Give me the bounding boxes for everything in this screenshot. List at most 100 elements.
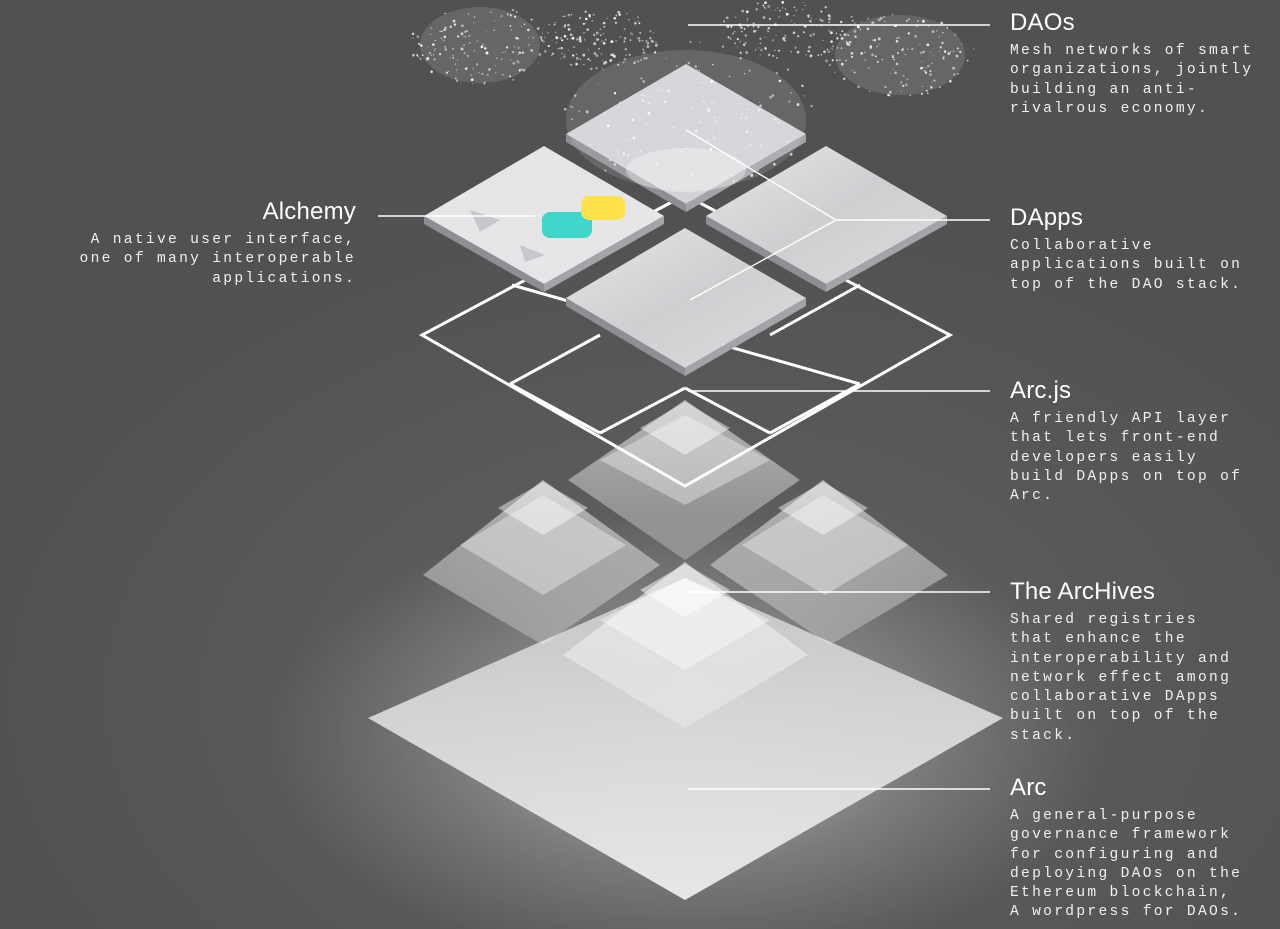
particle [652, 41, 654, 43]
particle [517, 53, 520, 56]
particle [790, 50, 792, 53]
particle [585, 110, 589, 114]
particle [895, 62, 899, 66]
particle [582, 53, 586, 57]
particle [661, 89, 664, 92]
particle [767, 5, 771, 8]
particle [902, 84, 905, 88]
particle [506, 13, 509, 16]
particle [427, 46, 429, 48]
particle [572, 54, 575, 57]
particle [480, 45, 484, 49]
particle [553, 23, 556, 26]
particle [645, 39, 648, 43]
particle [789, 153, 793, 156]
particle [654, 43, 658, 47]
particle [734, 31, 736, 33]
particle [600, 40, 602, 42]
particle [463, 52, 466, 55]
particle [419, 57, 422, 60]
particle [637, 20, 640, 23]
particle [857, 85, 860, 89]
particle [433, 58, 436, 61]
particle [787, 68, 790, 71]
particle [828, 21, 831, 24]
particle [768, 17, 771, 20]
particle [627, 154, 630, 157]
particle [779, 9, 781, 12]
particle [536, 27, 540, 30]
particle [567, 28, 571, 31]
particle [444, 46, 446, 48]
particle [570, 38, 572, 40]
particle [739, 51, 742, 54]
particle [649, 37, 652, 40]
particle [851, 55, 854, 58]
particle [739, 121, 742, 124]
particle [510, 29, 513, 31]
particle [810, 105, 813, 108]
particle [891, 56, 895, 59]
particle [418, 42, 421, 45]
particle [760, 48, 763, 52]
particle [494, 64, 496, 66]
particle [860, 52, 864, 55]
particle [599, 28, 602, 30]
particle [732, 180, 735, 183]
particle [894, 71, 897, 75]
particle [810, 21, 812, 23]
particle [542, 40, 545, 43]
particle [876, 60, 879, 63]
particle [591, 20, 594, 22]
particle [859, 28, 862, 30]
particle [555, 42, 558, 44]
archives-tiles [423, 400, 948, 728]
particle [496, 57, 498, 59]
particle [643, 57, 646, 60]
particle [468, 42, 471, 44]
particle [907, 32, 910, 35]
particle [639, 31, 642, 34]
particle [488, 68, 491, 71]
particle [641, 99, 645, 102]
dapps-title: DApps [1010, 204, 1084, 231]
particle [602, 69, 604, 71]
particle [655, 41, 658, 44]
particle [600, 53, 603, 55]
particle [840, 36, 844, 40]
particle [615, 14, 618, 17]
particle [911, 47, 914, 51]
particle [555, 36, 559, 40]
particle [748, 69, 751, 72]
particle [796, 50, 800, 54]
particle [784, 8, 787, 10]
particle [652, 160, 655, 162]
particle [454, 63, 456, 65]
particle [562, 55, 566, 59]
particle [736, 38, 739, 41]
particle [853, 71, 856, 74]
particle [938, 35, 941, 38]
particle [641, 39, 644, 42]
particle [583, 63, 585, 66]
archives-title: The ArcHives [1010, 578, 1156, 605]
particle [434, 47, 436, 50]
particle [801, 84, 804, 87]
particle [452, 57, 455, 59]
particle [430, 70, 433, 73]
particle [680, 150, 682, 153]
particle [714, 100, 716, 102]
particle [602, 21, 606, 25]
particle [448, 70, 450, 72]
particle [707, 108, 711, 111]
particle [740, 26, 743, 29]
particle [544, 36, 546, 39]
particle [623, 28, 626, 31]
particle [420, 44, 423, 47]
particle [743, 28, 746, 30]
particle [539, 35, 543, 39]
particle [923, 70, 926, 73]
particle [530, 49, 533, 52]
particle [922, 50, 925, 53]
particle [926, 43, 930, 47]
